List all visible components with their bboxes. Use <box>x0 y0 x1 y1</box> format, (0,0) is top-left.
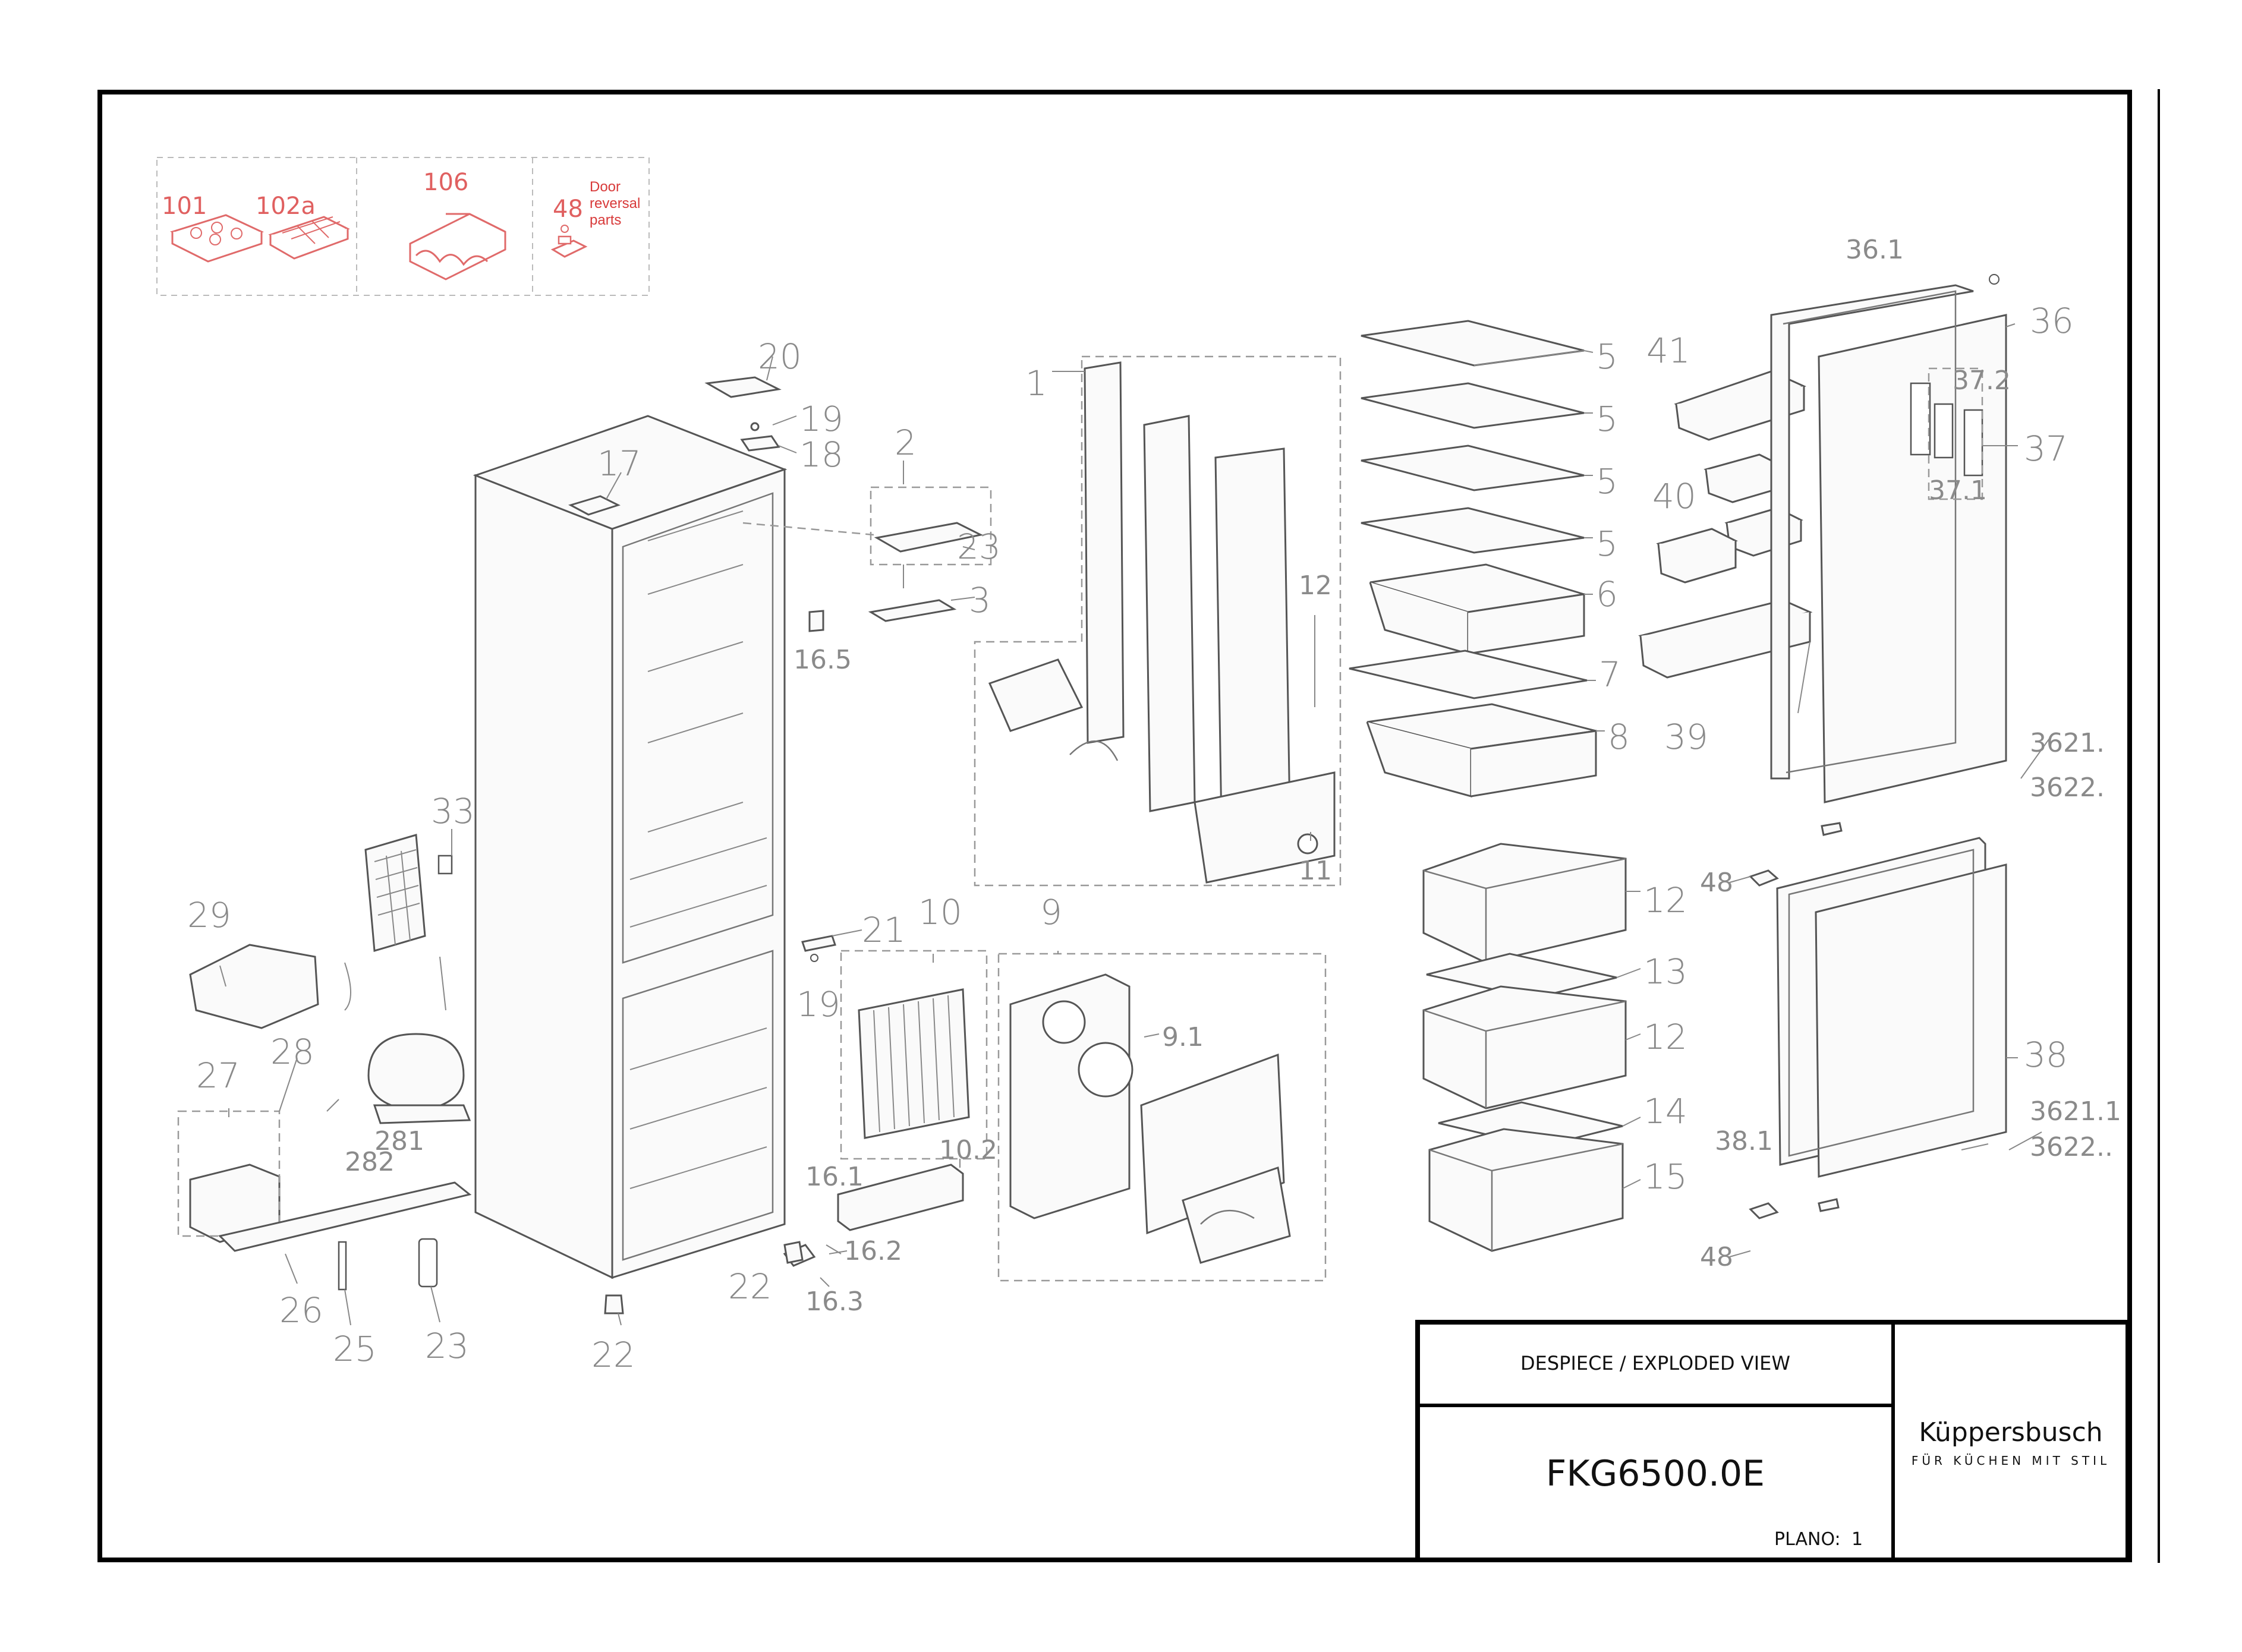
label-17: 17 <box>597 443 641 484</box>
label-12-drawer-1: 12 <box>1643 880 1687 920</box>
label-21: 21 <box>862 910 906 950</box>
label-2: 2 <box>895 423 917 463</box>
label-102a: 102a <box>256 193 316 220</box>
label-48-inset: 48 <box>553 196 583 223</box>
title-block: DESPIECE / EXPLODED VIEW FKG6500.0E PLAN… <box>1415 1320 2130 1562</box>
label-38-1: 38.1 <box>1715 1126 1773 1156</box>
label-22-foot: 22 <box>591 1335 635 1375</box>
label-22-bracket: 22 <box>728 1266 772 1307</box>
label-37: 37 <box>2024 428 2068 469</box>
drawing-frame <box>97 90 2132 1562</box>
fan-assembly <box>997 953 1327 1282</box>
label-6: 6 <box>1596 574 1618 614</box>
label-23-duct: 23 <box>957 527 1001 567</box>
label-1: 1 <box>1025 363 1047 403</box>
air-duct-parts <box>742 486 992 632</box>
part-labels: 1 2 23 3 5 5 5 5 6 7 8 9 9.1 10 10.2 11 … <box>187 235 2121 1375</box>
title-block-plano-label: PLANO: <box>1774 1529 1841 1550</box>
label-37-2: 37.2 <box>1953 365 2011 396</box>
door-hinge-48-icon <box>550 225 588 258</box>
title-block-title: DESPIECE / EXPLODED VIEW <box>1520 1352 1790 1374</box>
label-3621-upper: 3621. <box>2030 728 2105 758</box>
freezer-door <box>1749 822 2007 1219</box>
label-12-drawer-2: 12 <box>1643 1017 1687 1057</box>
label-16-3: 16.3 <box>805 1287 864 1317</box>
label-282: 282 <box>345 1147 395 1177</box>
label-11: 11 <box>1299 856 1332 886</box>
label-3622-upper: 3622. <box>2030 773 2105 803</box>
label-9: 9 <box>1040 892 1062 932</box>
label-3622-lower: 3622.. <box>2030 1132 2113 1162</box>
label-3621-lower: 3621.1 <box>2030 1096 2121 1127</box>
label-5-shelf-4: 5 <box>1596 524 1618 564</box>
ice-tray-101-icon <box>169 214 264 263</box>
brand-tagline: FÜR KÜCHEN MIT STIL <box>1912 1454 2110 1468</box>
label-3: 3 <box>969 580 991 620</box>
label-5-shelf-2: 5 <box>1596 399 1618 439</box>
label-106: 106 <box>423 169 468 196</box>
label-10-2: 10.2 <box>939 1135 997 1165</box>
bottom-small-parts <box>783 935 836 1264</box>
label-16-5: 16.5 <box>793 645 852 675</box>
label-101: 101 <box>162 193 207 220</box>
label-33: 33 <box>431 791 475 831</box>
fridge-shelves <box>1349 320 1597 797</box>
label-41: 41 <box>1646 330 1690 371</box>
label-281: 281 <box>374 1126 424 1156</box>
evaporator-unit <box>783 950 988 1267</box>
label-20: 20 <box>758 336 802 377</box>
label-39: 39 <box>1664 717 1708 757</box>
fridge-door <box>1770 274 2007 803</box>
door-reversal-note-line2: reversal <box>590 196 640 212</box>
door-reversal-note-line3: parts <box>590 212 621 228</box>
label-29: 29 <box>187 895 231 935</box>
label-48-lower: 48 <box>1700 1242 1733 1272</box>
label-28: 28 <box>270 1032 314 1072</box>
label-19-top: 19 <box>799 399 843 439</box>
label-36: 36 <box>2030 301 2074 341</box>
label-18: 18 <box>799 434 843 475</box>
title-block-plano-value: 1 <box>1851 1529 1863 1550</box>
door-reversal-note-line1: Door <box>590 179 621 195</box>
leader-lines <box>219 323 2051 1326</box>
label-48-upper: 48 <box>1700 868 1733 898</box>
label-12-rod: 12 <box>1299 570 1332 601</box>
brand-logo-text: Küppersbusch <box>1919 1417 2102 1448</box>
label-9-1: 9.1 <box>1162 1022 1204 1052</box>
label-7: 7 <box>1599 654 1621 695</box>
freezer-drawers <box>1422 843 1627 1252</box>
label-5-shelf-3: 5 <box>1596 461 1618 502</box>
label-26: 26 <box>279 1290 323 1331</box>
label-37-1: 37.1 <box>1929 475 1987 506</box>
label-14: 14 <box>1643 1091 1687 1131</box>
label-15: 15 <box>1643 1156 1687 1197</box>
label-23-filter: 23 <box>425 1326 469 1366</box>
label-5-shelf-1: 5 <box>1596 336 1618 377</box>
label-16-1: 16.1 <box>805 1162 864 1192</box>
bottle-rack-106-icon <box>409 213 506 280</box>
label-36-1: 36.1 <box>1846 235 1904 265</box>
title-block-model: FKG6500.0E <box>1546 1453 1765 1495</box>
evaporator-cover-assembly <box>974 355 1342 887</box>
label-27: 27 <box>196 1055 240 1096</box>
accessory-inset: 101 102a 106 48 Door reversal parts <box>156 157 650 296</box>
label-40: 40 <box>1652 476 1696 516</box>
label-8: 8 <box>1608 717 1630 757</box>
top-hinge-parts <box>704 376 782 452</box>
compressor-area <box>177 834 472 1291</box>
label-13: 13 <box>1643 951 1687 992</box>
label-16-2: 16.2 <box>844 1236 902 1266</box>
label-38: 38 <box>2024 1035 2068 1075</box>
refrigerator-cabinet <box>473 415 788 1314</box>
label-10: 10 <box>918 892 962 932</box>
label-19-bottom: 19 <box>796 984 840 1024</box>
label-25: 25 <box>333 1329 377 1369</box>
ice-tray-102a-icon <box>268 216 350 260</box>
